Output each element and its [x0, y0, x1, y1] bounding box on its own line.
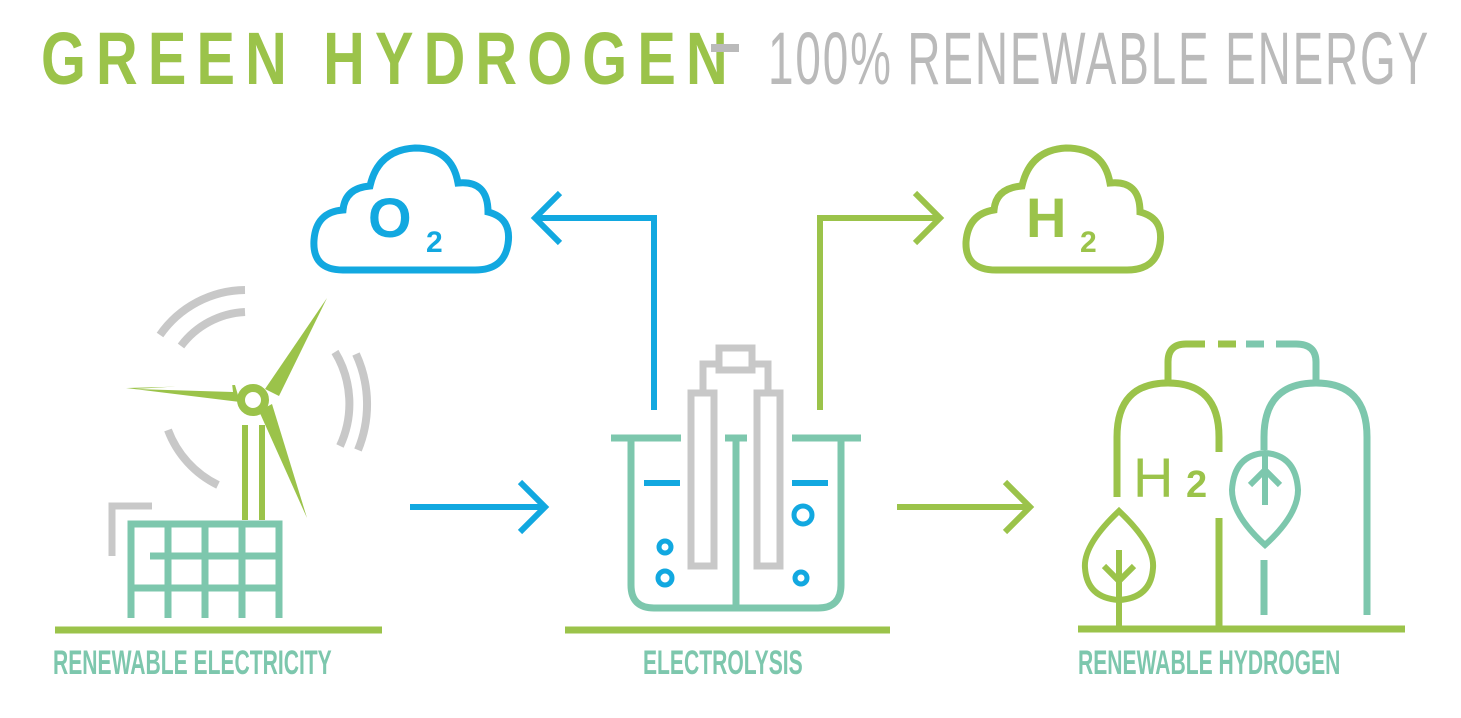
beaker-icon	[611, 434, 861, 612]
title-secondary: 100% RENEWABLE ENERGY	[768, 17, 1431, 100]
wind-turbine-and-solar-panel-icon	[55, 286, 382, 634]
stage-label-renewable-hydrogen: RENEWABLE HYDROGEN	[1078, 644, 1341, 682]
arrow-right-icon	[410, 479, 550, 535]
wind-arcs-icon	[156, 286, 372, 489]
panel-shadow-bracket	[108, 502, 152, 556]
stage-label-electrolysis: ELECTROLYSIS	[643, 644, 803, 682]
hydrogen-output-arrow-icon	[817, 190, 945, 410]
tank-right-icon	[1260, 379, 1371, 615]
turbine-hub-icon	[237, 384, 269, 416]
stage-label-renewable-electricity: RENEWABLE ELECTRICITY	[53, 644, 332, 682]
hydrogen-formula-sub: 2	[1080, 226, 1097, 259]
hydrogen-cloud: H 2	[962, 144, 1165, 274]
oxygen-formula-sub: 2	[426, 226, 443, 259]
hydrogen-formula-main: H	[1026, 186, 1066, 249]
oxygen-cloud: O 2	[310, 144, 513, 274]
cloud-icon	[310, 144, 513, 274]
solar-panel-icon	[127, 520, 283, 618]
cloud-icon	[962, 144, 1165, 274]
tank-formula-main: H	[1133, 446, 1173, 509]
arrow-right-icon	[897, 479, 1035, 535]
oxygen-formula-main: O	[368, 186, 412, 249]
title-primary: GREEN HYDROGEN	[41, 17, 738, 100]
hydrogen-storage-tanks-icon: H 2	[1078, 340, 1405, 633]
tank-formula-sub: 2	[1186, 464, 1207, 506]
title-separator	[711, 44, 739, 52]
electrodes-icon	[687, 344, 784, 570]
diagram-title: GREEN HYDROGEN 100% RENEWABLE ENERGY	[0, 22, 1461, 102]
bubbles-icon	[655, 503, 815, 588]
electrolysis-cell-icon	[565, 344, 890, 634]
oxygen-output-arrow-icon	[530, 190, 657, 410]
turbine-blades-icon	[126, 298, 327, 518]
leaf-icon	[1228, 449, 1302, 550]
leaf-icon	[1081, 506, 1157, 628]
tank-left-icon	[1113, 379, 1223, 628]
connecting-pipe-icon	[1164, 340, 1320, 383]
turbine-tower-icon	[242, 425, 265, 520]
